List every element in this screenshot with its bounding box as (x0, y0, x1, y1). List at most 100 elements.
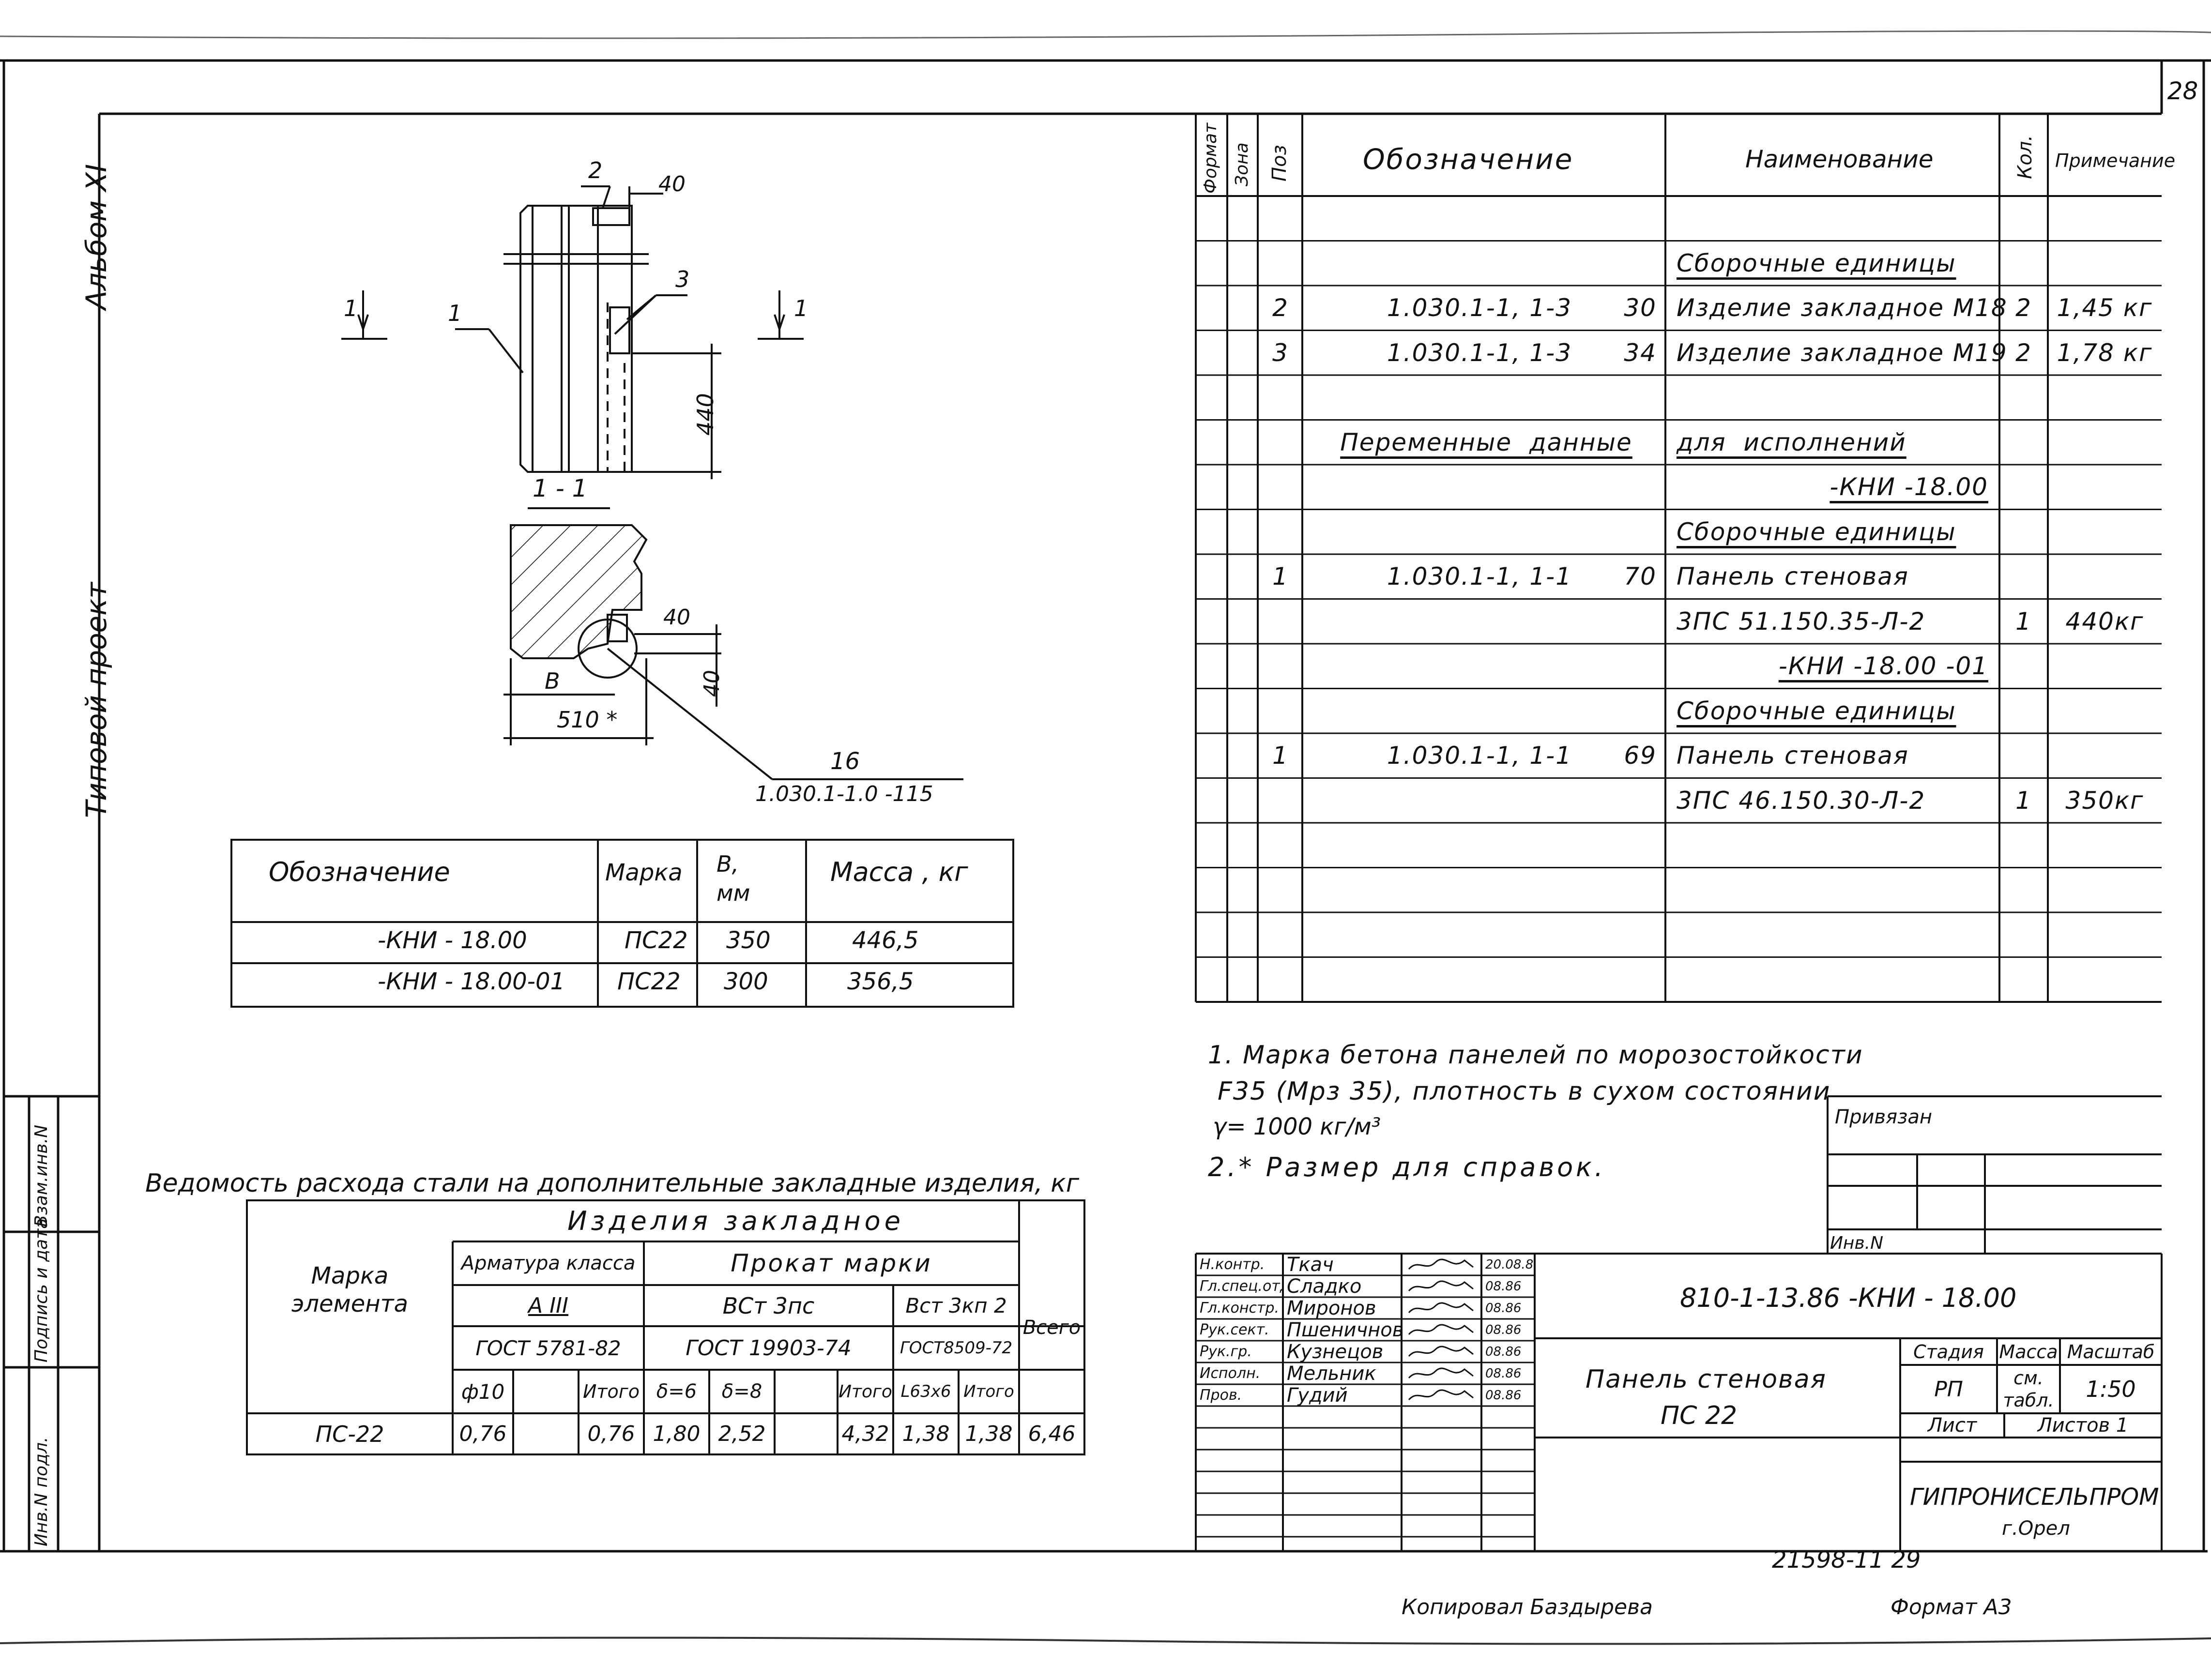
steel-sub-l63: L63x6 (900, 1382, 951, 1401)
spec-cell-poz (1259, 912, 1302, 957)
spec-cell-naim (1668, 912, 1997, 957)
spec-header-qty: Кол. (2014, 135, 2036, 179)
title-mass: см. табл. (2003, 1367, 2054, 1411)
spec-cell-kol (1999, 644, 2048, 689)
leader-number: 16 (830, 748, 860, 775)
spec-cell-prim: 1,45 кг (2057, 294, 2153, 322)
steel-row-mark: ПС-22 (315, 1421, 384, 1447)
steel-row-d8: 2,52 (718, 1422, 766, 1446)
spec-cell-prim (2048, 465, 2162, 510)
steel-h-gost3: ГОСТ8509-72 (900, 1338, 1013, 1358)
spec-cell-prim (2048, 733, 2162, 778)
title-name-line2: ПС 22 (1661, 1401, 1738, 1430)
title-role: Рук.гр. (1200, 1343, 1252, 1360)
variant-header-designation: Обозначение (269, 857, 450, 887)
spec-row: -КНИ -18.00 (1196, 465, 2162, 510)
title-h-stage: Стадия (1913, 1341, 1984, 1362)
spec-cell-naim: Сборочные единицы (1677, 249, 1956, 277)
signature (1406, 1388, 1477, 1403)
spec-cell-prim (2048, 420, 2162, 465)
spec-cell-prim (2048, 644, 2162, 689)
section-title: 1 - 1 (533, 474, 588, 502)
variant-r1-mass: 446,5 (852, 927, 919, 954)
spec-cell-kol: 1 (2015, 786, 2032, 815)
title-name: Ткач (1287, 1254, 1334, 1275)
variant-r2-mark: ПС22 (617, 968, 681, 995)
spec-table-lines (1195, 114, 2162, 1003)
spec-cell-naim: Изделие закладное М18 (1677, 294, 2008, 322)
title-name: Пшеничнов (1287, 1319, 1402, 1341)
sheet-number: 28 (2167, 76, 2198, 105)
spec-cell-prim (2048, 196, 2162, 241)
steel-table-title: Ведомость расхода стали на дополнительны… (145, 1169, 1080, 1198)
spec-header-note: Примечание (2055, 150, 2176, 171)
spec-cell-naim: Панель стеновая (1677, 742, 1909, 770)
spec-cell-poz (1259, 778, 1302, 823)
spec-cell-kol (1999, 957, 2048, 1002)
spec-cell-kol (1999, 733, 2048, 778)
steel-h-st3kp2: Вст 3кп 2 (905, 1294, 1007, 1317)
title-date: 08.86 (1485, 1322, 1522, 1337)
title-sheets: Листов 1 (2037, 1414, 2129, 1437)
title-role: Н.контр. (1200, 1256, 1265, 1273)
spec-cell-kol (1999, 823, 2048, 868)
spec-cell-poz (1259, 420, 1302, 465)
variant-r1-designation: -КНИ - 18.00 (378, 927, 527, 954)
steel-h-mark: Марка элемента (291, 1262, 409, 1317)
spec-cell-oboz (1307, 689, 1665, 734)
title-stage: РП (1934, 1377, 1963, 1402)
steel-table-lines (246, 1199, 1085, 1455)
spec-cell-oboz (1307, 375, 1665, 420)
pos-label-1-leader: 1 (448, 300, 462, 326)
steel-h-total: Всего (1022, 1316, 1081, 1339)
spec-cell-prim (2048, 554, 2162, 599)
spec-cell-poz (1259, 375, 1302, 420)
variant-table-lines (230, 839, 1014, 1008)
title-date: 20.08.86 (1485, 1257, 1535, 1272)
spec-cell-oboz (1307, 912, 1665, 957)
spec-row (1196, 375, 2162, 420)
album-label: Альбом XI (80, 164, 113, 310)
stamp-label-inv: Взам.инв.N (31, 1124, 51, 1227)
spec-cell-oboz (1307, 465, 1665, 510)
privyazan-inv: Инв.N (1830, 1233, 1884, 1253)
spec-cell-prim (2048, 375, 2162, 420)
spec-cell-poz (1259, 957, 1302, 1002)
spec-cell-kol: 2 (2015, 294, 2032, 322)
spec-cell-poz: 2 (1272, 294, 1289, 322)
dim-40-vertical: 40 (700, 670, 724, 697)
spec-cell-kol (1999, 241, 2048, 286)
spec-cell-prim: 350кг (2065, 786, 2144, 815)
title-block-lines (1195, 1253, 2163, 1551)
spec-cell-oboz: 1.030.1-1, 1-3 34 (1387, 338, 1657, 367)
steel-sub-d8: δ=8 (721, 1380, 762, 1403)
spec-cell-oboz (1307, 241, 1665, 286)
spec-cell-kol (1999, 868, 2048, 913)
steel-row-total1: 0,76 (587, 1422, 635, 1446)
title-name: Миронов (1287, 1297, 1376, 1319)
spec-row: Сборочные единицы (1196, 510, 2162, 555)
title-date: 08.86 (1485, 1301, 1522, 1316)
spec-cell-oboz (1307, 196, 1665, 241)
spec-cell-naim (1668, 196, 1997, 241)
dim-510: 510 * (557, 707, 618, 733)
variant-header-b: B, мм (717, 851, 750, 906)
panel-elevation (341, 185, 804, 509)
steel-sub-total2: Итого (839, 1381, 892, 1402)
spec-cell-oboz (1307, 823, 1665, 868)
dim-440: 440 (692, 393, 718, 436)
spec-cell-oboz: Переменные данные (1340, 428, 1632, 456)
signature (1406, 1323, 1477, 1338)
note-1-density: γ= 1000 кг/м³ (1213, 1113, 1381, 1140)
spec-row (1196, 957, 2162, 1002)
spec-cell-naim: 3ПС 51.150.35-Л-2 (1677, 607, 1926, 636)
title-name: Мельник (1287, 1362, 1376, 1384)
title-sheet: Лист (1927, 1414, 1977, 1437)
title-date: 08.86 (1485, 1279, 1522, 1294)
dim-40-top: 40 (658, 172, 686, 197)
footer-format: Формат А3 (1891, 1595, 2012, 1619)
variant-r2-mass: 356,5 (847, 968, 914, 995)
